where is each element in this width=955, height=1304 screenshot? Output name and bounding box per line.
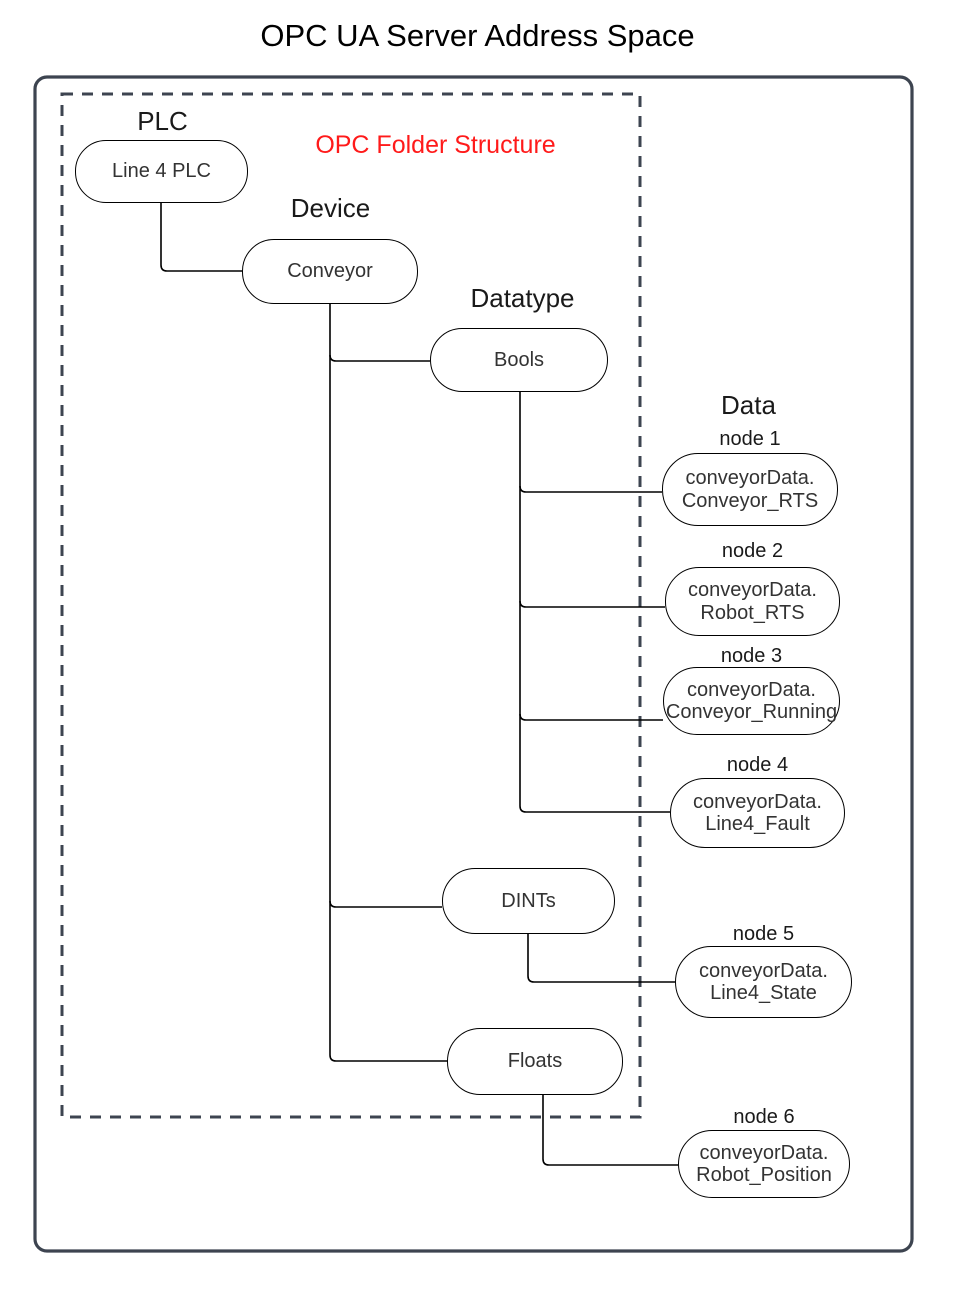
column-caption-data: Data	[721, 390, 776, 420]
node-robot-position[interactable]: conveyorData. Robot_Position	[678, 1130, 850, 1198]
node-conveyor-running[interactable]: conveyorData. Conveyor_Running	[663, 667, 840, 735]
node1-caption: node 1	[719, 428, 781, 450]
node-floats-label: Floats	[507, 1050, 563, 1072]
node2-caption: node 2	[721, 540, 784, 562]
node-line4-state[interactable]: conveyorData. Line4_State	[675, 946, 852, 1018]
column-caption-device: Device	[290, 193, 371, 223]
node-bools-label: Bools	[493, 348, 545, 371]
node1-line1: conveyorData.	[685, 467, 815, 490]
column-caption-datatype: Datatype	[470, 283, 575, 313]
page-title: OPC UA Server Address Space	[260, 18, 695, 53]
node6-line1: conveyorData.	[699, 1141, 829, 1164]
node2-line2: Robot_RTS	[700, 601, 805, 624]
node-line4-plc-label: Line 4 PLC	[112, 160, 211, 182]
edge-bools-to-node2	[519, 600, 665, 608]
node-floats[interactable]: Floats	[447, 1028, 623, 1095]
node3-caption: node 3	[720, 645, 783, 667]
node-dints[interactable]: DINTs	[442, 868, 615, 934]
edge-plc-to-conveyor	[160, 203, 242, 272]
node5-caption: node 5	[732, 923, 795, 945]
node4-line2: Line4_Fault	[705, 813, 810, 835]
node3-line2: Conveyor_Running	[665, 701, 838, 723]
edge-bools-to-node1	[519, 485, 662, 493]
edge-bools-trunk	[519, 392, 670, 813]
node5-line2: Line4_State	[710, 982, 817, 1004]
edge-conveyor-to-bools	[329, 354, 430, 362]
node-line4-fault[interactable]: conveyorData. Line4_Fault	[670, 778, 845, 848]
edge-floats-to-node6	[542, 1095, 678, 1166]
column-caption-plc: PLC	[137, 106, 188, 136]
node-robot-rts[interactable]: conveyorData. Robot_RTS	[665, 567, 840, 636]
node6-caption: node 6	[733, 1106, 795, 1128]
node1-line2: Conveyor_RTS	[681, 489, 819, 512]
opc-folder-dashed-region	[60, 92, 642, 1119]
node4-caption: node 4	[726, 754, 789, 776]
outer-container-border	[33, 75, 914, 1253]
node-conveyor-label: Conveyor	[287, 260, 373, 282]
opc-folder-structure-label: OPC Folder Structure	[315, 131, 556, 159]
edge-bools-to-node3	[519, 713, 663, 721]
node5-line1: conveyorData.	[699, 959, 828, 982]
node-dints-label: DINTs	[501, 889, 556, 912]
node6-line2: Robot_Position	[696, 1164, 832, 1186]
edge-conveyor-to-dints	[329, 900, 442, 908]
edge-conveyor-trunk	[329, 304, 447, 1062]
node-line4-plc[interactable]: Line 4 PLC	[75, 140, 248, 203]
node-bools[interactable]: Bools	[430, 328, 608, 392]
node3-line1: conveyorData.	[687, 678, 816, 701]
edge-dints-to-node5	[527, 934, 675, 983]
node-conveyor[interactable]: Conveyor	[242, 239, 418, 304]
node2-line1: conveyorData.	[688, 579, 817, 602]
node4-line1: conveyorData.	[693, 790, 822, 813]
node-conveyor-rts[interactable]: conveyorData. Conveyor_RTS	[662, 453, 838, 526]
